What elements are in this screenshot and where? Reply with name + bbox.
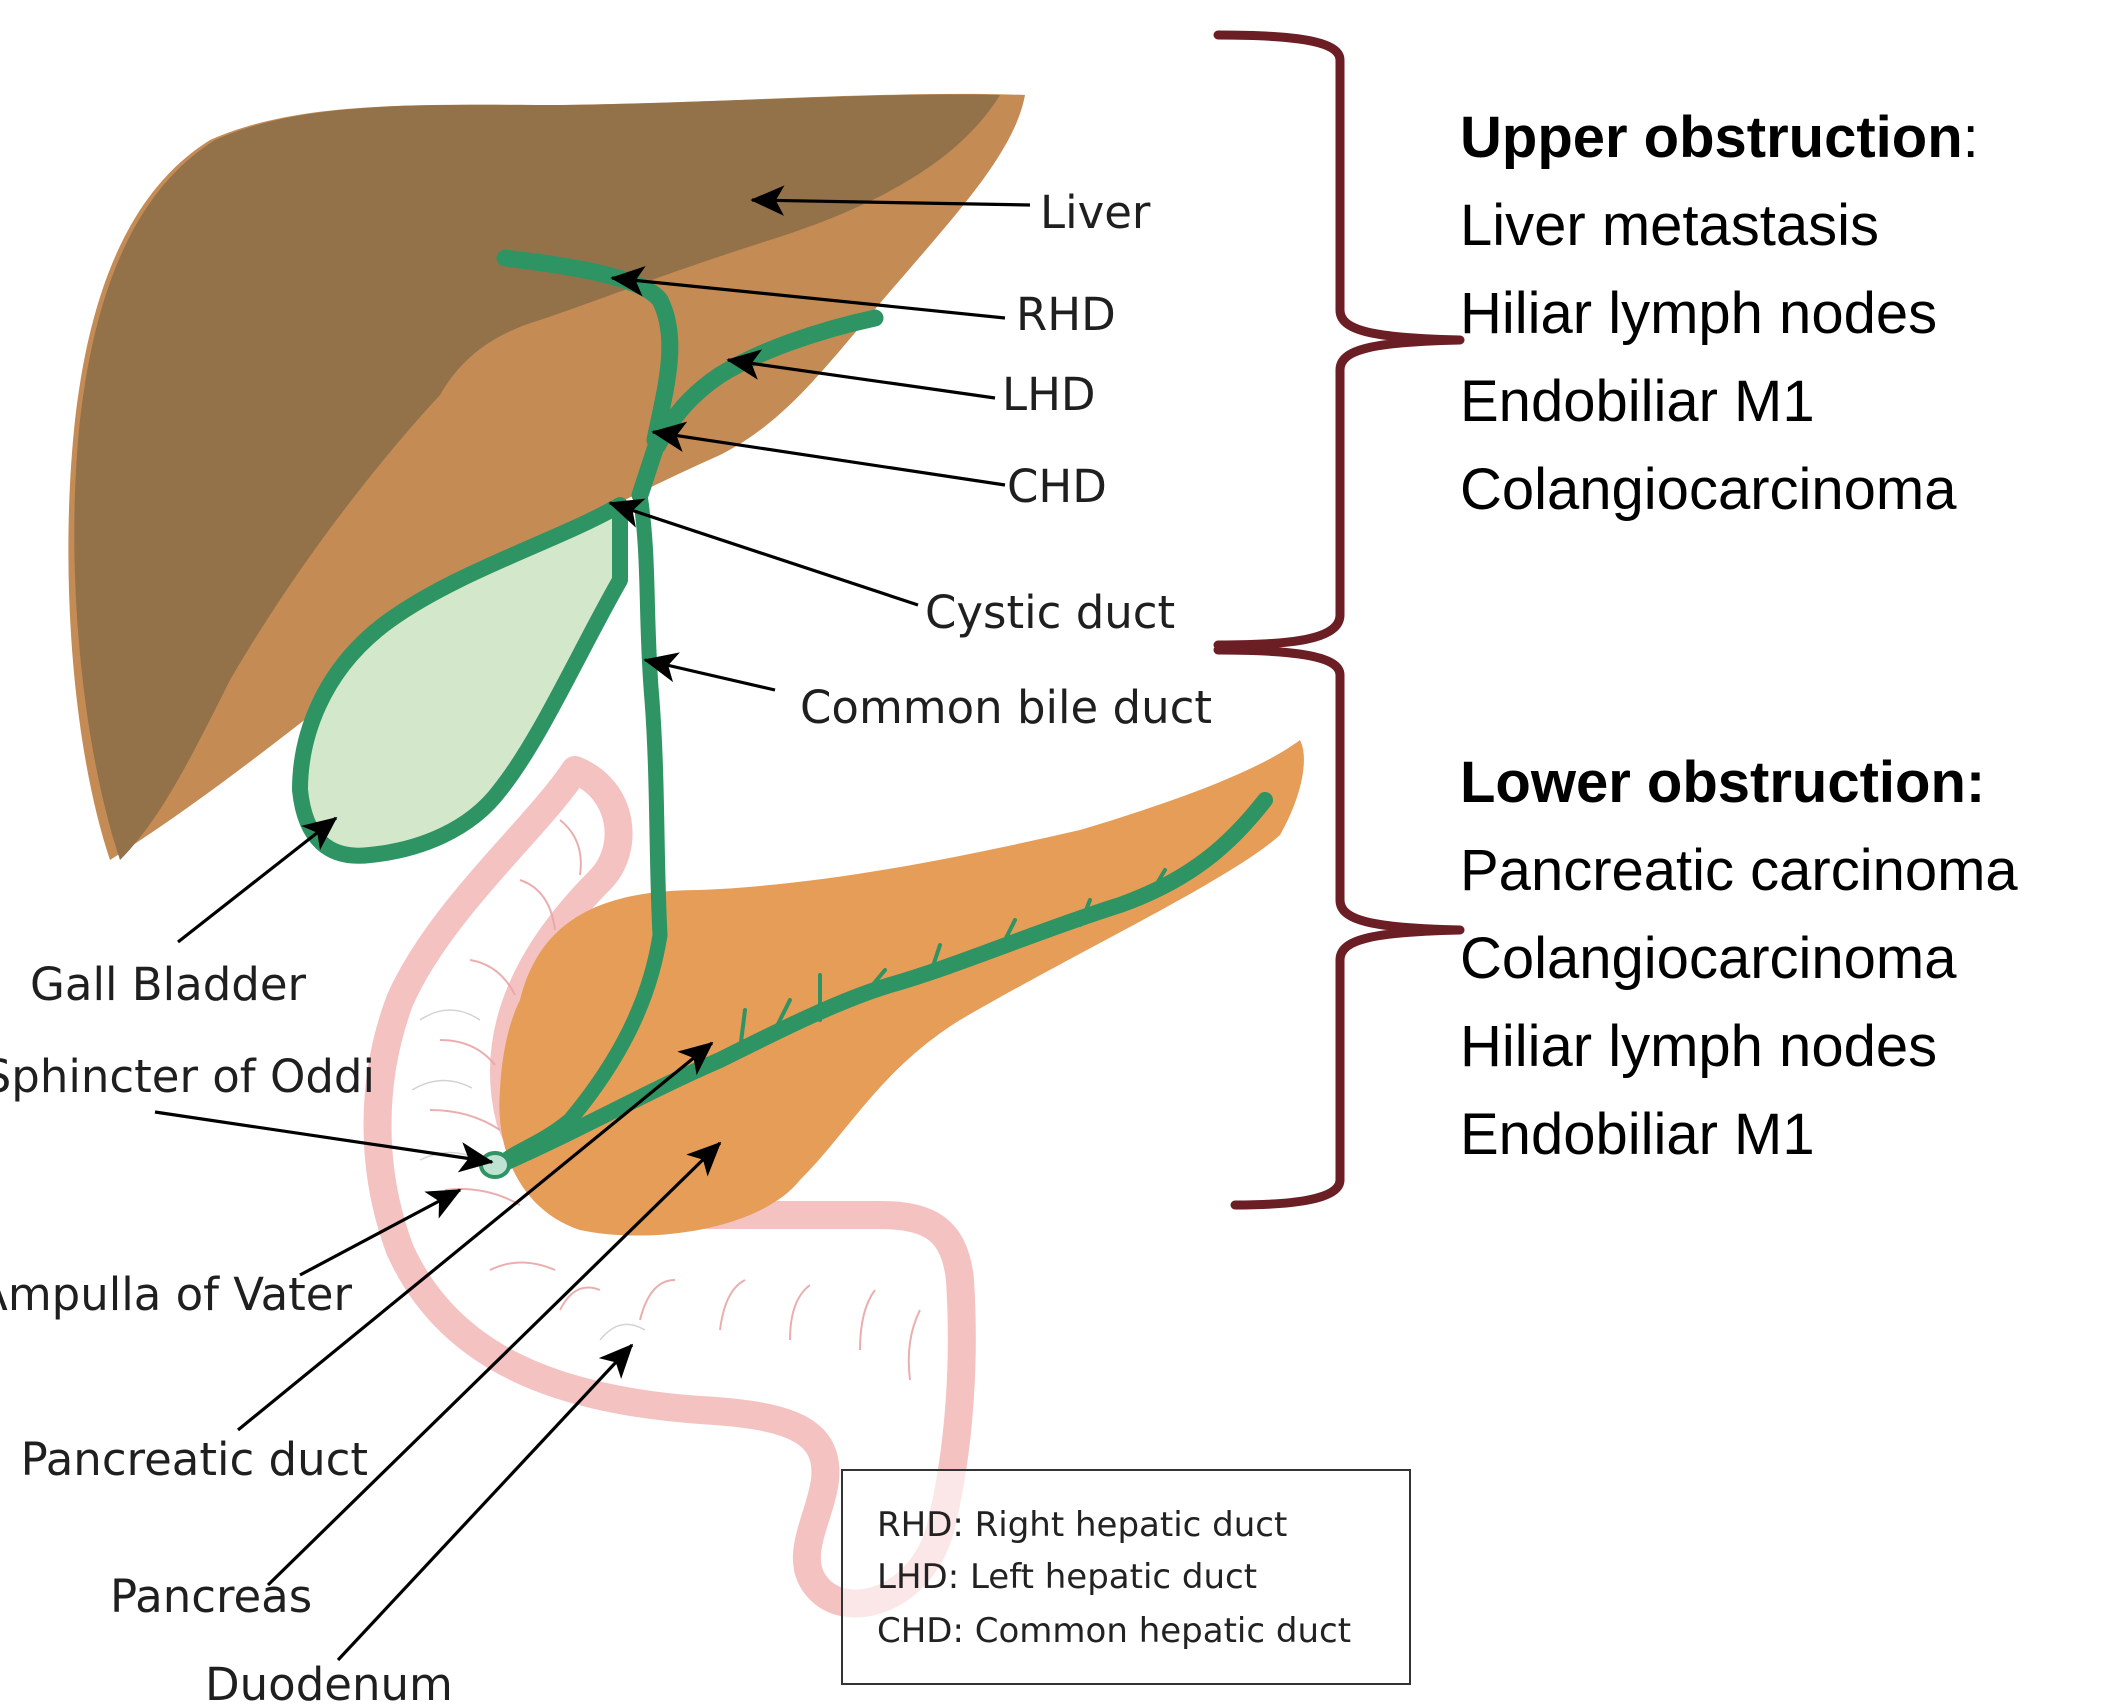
legend-row-rhd: RHD: Right hepatic duct — [877, 1505, 1287, 1545]
label-cystic-duct: Cystic duct — [925, 586, 1175, 639]
legend-row-chd: CHD: Common hepatic duct — [877, 1611, 1351, 1651]
legend-abbr-lhd: LHD — [877, 1557, 948, 1597]
label-rhd: RHD — [1016, 288, 1116, 341]
duodenum-arrow — [338, 1345, 632, 1660]
upper-heading-text: Upper obstruction — [1460, 105, 1963, 170]
braces — [1218, 35, 1460, 1205]
lower-item-2: Colangiocarcinoma — [1460, 926, 1957, 991]
label-duodenum: Duodenum — [205, 1658, 453, 1704]
lower-item-1: Pancreatic carcinoma — [1460, 838, 2018, 903]
ampulla-shape — [481, 1153, 509, 1177]
liver-shape — [68, 94, 1025, 860]
upper-item-3: Endobiliar M1 — [1460, 369, 1815, 434]
label-liver: Liver — [1040, 186, 1151, 239]
label-lhd: LHD — [1002, 368, 1096, 421]
label-pancreatic-duct: Pancreatic duct — [21, 1433, 368, 1486]
upper-brace — [1218, 35, 1460, 645]
lower-obstruction-block: Lower obstruction: Pancreatic carcinoma … — [1460, 750, 2018, 1167]
lower-item-4: Endobiliar M1 — [1460, 1102, 1815, 1167]
legend-text-lhd: : Left hepatic duct — [948, 1557, 1257, 1597]
label-gall-bladder: Gall Bladder — [30, 958, 307, 1011]
legend-box: RHD: Right hepatic duct LHD: Left hepati… — [842, 1470, 1410, 1684]
upper-item-4: Colangiocarcinoma — [1460, 457, 1957, 522]
label-common-bile-duct: Common bile duct — [800, 681, 1212, 734]
legend-text-rhd: : Right hepatic duct — [952, 1505, 1287, 1545]
legend-row-lhd: LHD: Left hepatic duct — [877, 1557, 1257, 1597]
lower-brace — [1218, 650, 1460, 1205]
lower-item-3: Hiliar lymph nodes — [1460, 1014, 1937, 1079]
upper-obstruction-block: Upper obstruction: Liver metastasis Hili… — [1460, 105, 1979, 522]
upper-item-2: Hiliar lymph nodes — [1460, 281, 1937, 346]
lower-obstruction-heading: Lower obstruction: — [1460, 750, 1985, 815]
label-sphincter-of-oddi: Sphincter of Oddi — [0, 1050, 375, 1103]
gall-bladder-arrow — [178, 818, 336, 942]
legend-text-chd: : Common hepatic duct — [953, 1611, 1352, 1651]
upper-heading-colon: : — [1963, 105, 1979, 170]
legend-abbr-chd: CHD — [877, 1611, 953, 1651]
upper-item-1: Liver metastasis — [1460, 193, 1879, 258]
anatomy — [68, 94, 1304, 1604]
label-chd: CHD — [1007, 460, 1107, 513]
label-ampulla-of-vater: Ampulla of Vater — [0, 1268, 352, 1321]
common-bile-duct-arrow — [645, 660, 775, 690]
cystic-duct-arrow — [610, 503, 918, 605]
label-pancreas: Pancreas — [110, 1570, 312, 1623]
upper-obstruction-heading: Upper obstruction: — [1460, 105, 1979, 170]
legend-abbr-rhd: RHD — [877, 1505, 952, 1545]
